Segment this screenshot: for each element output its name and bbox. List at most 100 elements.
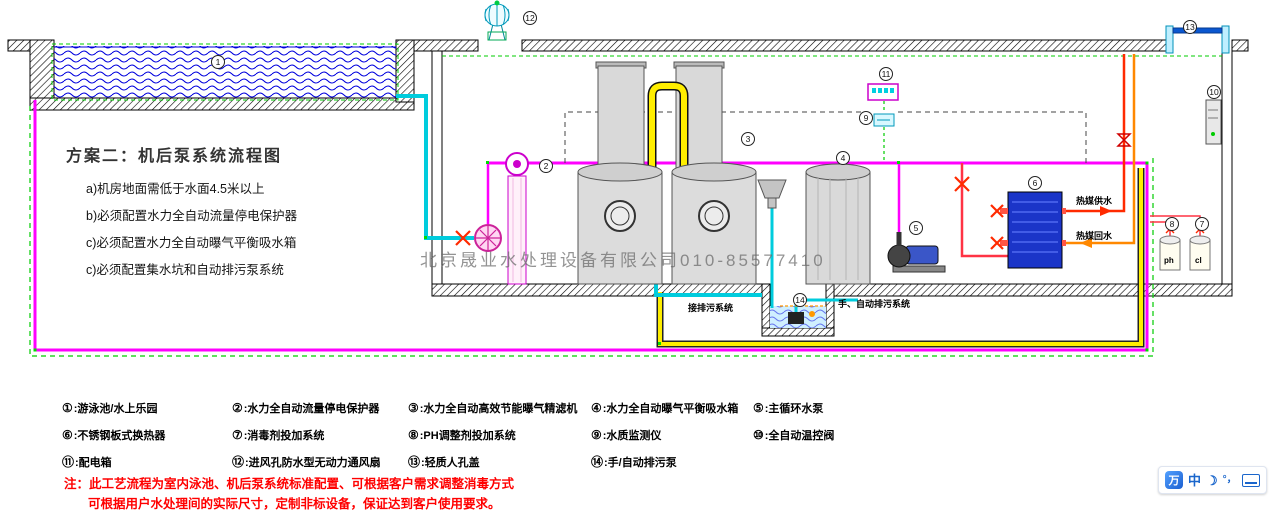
callout-12: 12 — [523, 11, 537, 25]
legend-item-3: ③:水力全自动高效节能曝气精滤机 — [408, 394, 591, 421]
legend-text: :水力全自动流量停电保护器 — [243, 402, 380, 415]
water-quality-monitor — [873, 113, 895, 127]
drain-system-label: 接排污系统 — [688, 302, 733, 313]
legend-item-10: ⑩:全自动温控阀 — [753, 421, 903, 448]
legend-number: ⑤ — [753, 400, 764, 415]
callout-5: 5 — [909, 221, 923, 235]
note-line: c)必须配置水力全自动曝气平衡吸水箱 — [86, 236, 297, 250]
legend-text: :手/自动排污泵 — [604, 456, 677, 469]
legend-number: ③ — [408, 400, 419, 415]
balance-tank — [805, 163, 871, 285]
legend-text: :主循环水泵 — [764, 402, 824, 415]
hot-media-return-label: 热媒回水 — [1076, 230, 1113, 241]
ime-logo-icon[interactable]: 万 — [1165, 471, 1183, 489]
legend-text: :PH调整剂投加系统 — [419, 429, 516, 442]
legend-number: ⑦ — [232, 427, 243, 442]
svg-text:12: 12 — [525, 13, 535, 23]
callout-2: 2 — [539, 159, 553, 173]
ph-tank-label: ph — [1164, 256, 1174, 265]
legend-number: ② — [232, 400, 243, 415]
legend-number: ⑪ — [62, 455, 75, 469]
legend-item-12: ⑫:进风孔防水型无动力通风扇 — [232, 448, 408, 475]
legend-number: ④ — [591, 400, 602, 415]
legend-number: ⑩ — [753, 427, 764, 442]
punctuation-icon[interactable]: °， — [1222, 474, 1237, 485]
drain-pipe — [654, 284, 762, 297]
note-line: b)必须配置水力全自动流量停电保护器 — [86, 209, 298, 223]
manhole-cover — [1172, 27, 1223, 34]
valves — [954, 133, 1205, 250]
legend-text: :进风孔防水型无动力通风扇 — [245, 456, 381, 469]
heat-exchanger — [1000, 191, 1066, 269]
svg-text:9: 9 — [864, 113, 869, 123]
hot-media-supply-label: 热媒供水 — [1076, 195, 1113, 206]
manual-auto-drain-label: 手、自动排污系统 — [838, 298, 910, 309]
legend-text: :水质监测仪 — [602, 429, 662, 442]
ime-language-indicator[interactable]: 中 — [1188, 472, 1202, 488]
ime-toolbar: 万 中 ☽ °， — [1158, 466, 1267, 494]
callout-4: 4 — [836, 151, 850, 165]
wall-control-panel — [1205, 99, 1222, 145]
footnote-line-1: 注：此工艺流程为室内泳池、机后泵系统标准配置、可根据客户需求调整消毒方式 — [64, 477, 515, 491]
callout-7: 7 — [1195, 217, 1209, 231]
callout-8: 8 — [1165, 217, 1179, 231]
power-distribution-box — [867, 83, 899, 101]
main-pump — [887, 232, 946, 273]
moon-icon[interactable]: ☽ — [1206, 472, 1218, 488]
callout-10: 10 — [1207, 85, 1221, 99]
svg-text:6: 6 — [1033, 178, 1038, 188]
supply-arrow — [1100, 206, 1112, 216]
booster-pump — [474, 224, 502, 252]
footnote-line-2: 可根据用户水处理间的实际尺寸，定制非标设备，保证达到客户使用要求。 — [88, 497, 501, 511]
notes-list: a)机房地面需低于水面4.5米以上 b)必须配置水力全自动流量停电保护器 c)必… — [86, 176, 297, 284]
temperature-control-valve-icon — [1116, 133, 1132, 147]
svg-text:14: 14 — [795, 295, 805, 305]
callout-11: 11 — [879, 67, 893, 81]
hot-media-supply-pipe — [1065, 54, 1126, 213]
svg-text:7: 7 — [1200, 219, 1205, 229]
legend-item-8: ⑧:PH调整剂投加系统 — [408, 421, 591, 448]
main-circulation-pipe — [33, 100, 1149, 352]
flow-protector — [505, 152, 529, 285]
callout-14: 14 — [793, 293, 807, 307]
overflow-funnel — [757, 179, 787, 209]
backwash-pipe — [658, 168, 1143, 346]
legend-text: :全自动温控阀 — [764, 429, 835, 442]
pool-suction-pipe — [396, 94, 474, 240]
legend-text: :游泳池/水上乐园 — [73, 402, 158, 415]
svg-text:10: 10 — [1209, 87, 1219, 97]
legend-text: :消毒剂投加系统 — [243, 429, 325, 442]
legend-item-14: ⑭:手/自动排污泵 — [591, 448, 753, 475]
legend-item-13: ⑬:轻质人孔盖 — [408, 448, 591, 475]
callout-6: 6 — [1028, 176, 1042, 190]
keyboard-icon[interactable] — [1241, 473, 1260, 487]
dosing-tanks — [1159, 235, 1211, 271]
legend-text: :水力全自动高效节能曝气精滤机 — [419, 402, 578, 415]
footnote: 注：此工艺流程为室内泳池、机后泵系统标准配置、可根据客户需求调整消毒方式 可根据… — [64, 474, 514, 514]
legend-text: :轻质人孔盖 — [421, 456, 480, 469]
legend-text: :水力全自动曝气平衡吸水箱 — [602, 402, 739, 415]
scheme-title: 方案二：机后泵系统流程图 — [66, 148, 283, 165]
callout-1: 1 — [211, 55, 225, 69]
note-line: a)机房地面需低于水面4.5米以上 — [86, 182, 265, 196]
legend-text: :不锈钢板式换热器 — [73, 429, 166, 442]
legend-item-5: ⑤:主循环水泵 — [753, 394, 903, 421]
legend-item-1: ①:游泳池/水上乐园 — [62, 394, 232, 421]
legend-item-2: ②:水力全自动流量停电保护器 — [232, 394, 408, 421]
note-line: c)必须配置集水坑和自动排污泵系统 — [86, 263, 284, 277]
pipe-junction-dots — [33, 161, 1149, 352]
equipment — [455, 0, 1222, 324]
legend-number: ⑬ — [408, 455, 421, 469]
svg-text:1: 1 — [216, 57, 221, 67]
svg-text:11: 11 — [882, 69, 891, 79]
diagram-labels: 接排污系统 手、自动排污系统 热媒供水 热媒回水 ph cl — [688, 195, 1202, 313]
swimming-pool — [51, 43, 399, 101]
legend-item-6: ⑥:不锈钢板式换热器 — [62, 421, 232, 448]
legend-number: ⑥ — [62, 427, 73, 442]
svg-text:5: 5 — [914, 223, 919, 233]
manhole-structure — [1165, 25, 1230, 54]
svg-text:4: 4 — [841, 153, 846, 163]
